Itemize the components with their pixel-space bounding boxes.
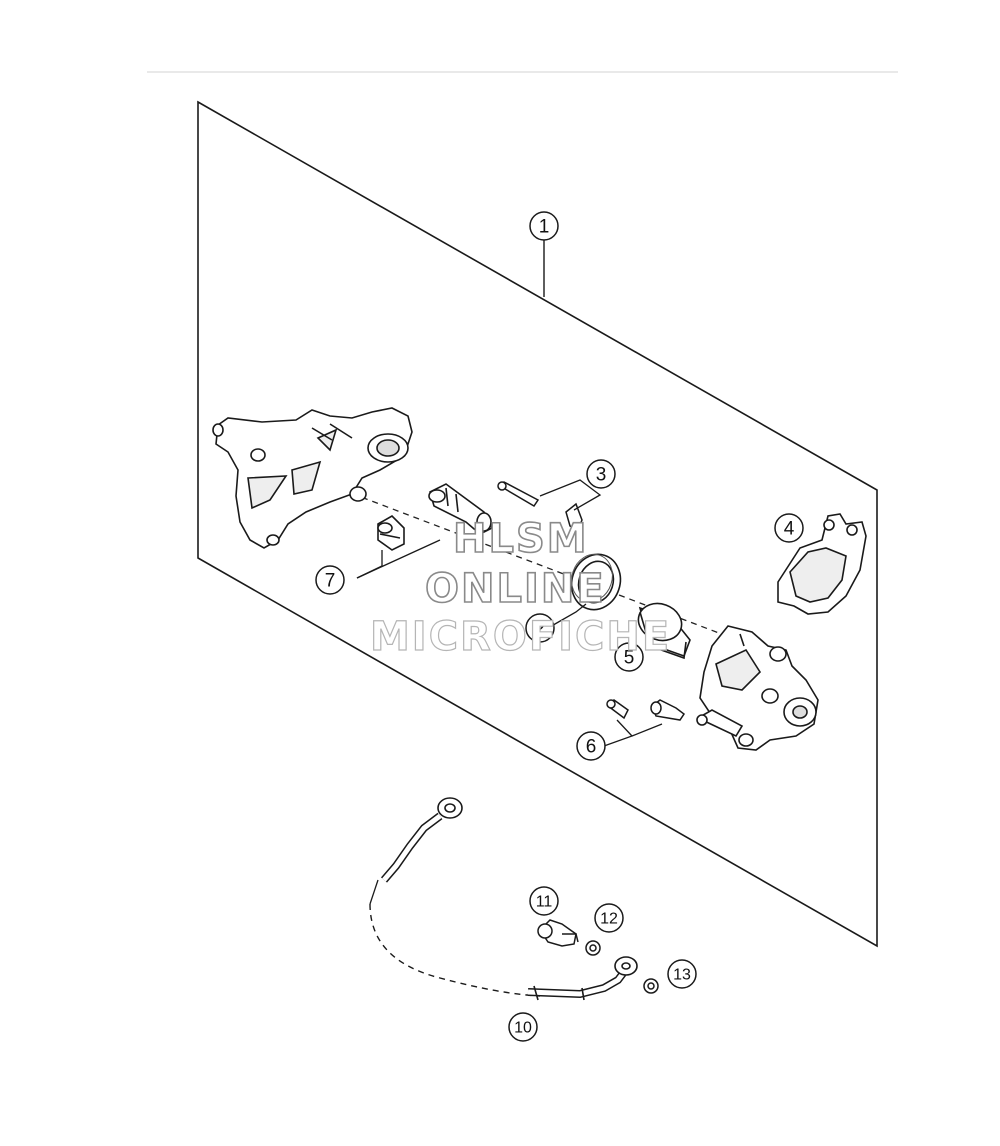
callout-label: 11 (536, 894, 553, 911)
slide-pin-boot (428, 483, 494, 535)
callout-label: 7 (325, 571, 336, 592)
caliper-bracket (212, 407, 413, 549)
caliper-body (696, 625, 819, 751)
leader-6b (631, 723, 663, 737)
callout-label: 10 (514, 1020, 532, 1037)
callout-10: 10 (508, 1012, 538, 1042)
leader-7b (356, 539, 441, 579)
piston-seal (570, 553, 622, 611)
caliper-piston (637, 602, 691, 660)
brake-pads (777, 513, 867, 615)
leader-7 (356, 550, 383, 579)
callout-4: 4 (774, 513, 804, 543)
watermark-line-1: HLSM (452, 515, 589, 563)
callout-3: 3 (586, 459, 616, 489)
sealing-washers (585, 940, 659, 994)
callout-label: 3 (596, 465, 607, 486)
assembly-frame (197, 100, 878, 948)
pad-pin-and-clip (497, 481, 583, 532)
bleeder-screws (606, 699, 686, 721)
callout-12: 12 (594, 903, 624, 933)
callout-label: 12 (600, 911, 618, 928)
callout-label: 6 (586, 737, 597, 758)
watermark-line-3: MICROFICHE (369, 613, 672, 660)
callout-5: 5 (614, 642, 644, 672)
leader-3 (539, 479, 602, 511)
callout-label: 5 (624, 648, 635, 669)
callout-2: 2 (525, 613, 555, 643)
callout-label: 1 (539, 217, 550, 238)
banjo-bolt (537, 919, 579, 947)
brake-hose (369, 797, 638, 1001)
callout-1: 1 (529, 211, 559, 241)
callout-11: 11 (529, 886, 559, 916)
watermark-line-2: ONLINE (424, 565, 606, 613)
callout-13: 13 (667, 959, 697, 989)
callout-label: 2 (535, 619, 546, 640)
rubber-boot (377, 515, 405, 551)
callout-7: 7 (315, 565, 345, 595)
callout-label: 13 (673, 967, 691, 984)
leader-6 (603, 719, 634, 747)
callout-label: 4 (784, 519, 795, 540)
leader-2 (547, 603, 587, 629)
assembly-axis (289, 469, 791, 661)
callout-6: 6 (576, 731, 606, 761)
